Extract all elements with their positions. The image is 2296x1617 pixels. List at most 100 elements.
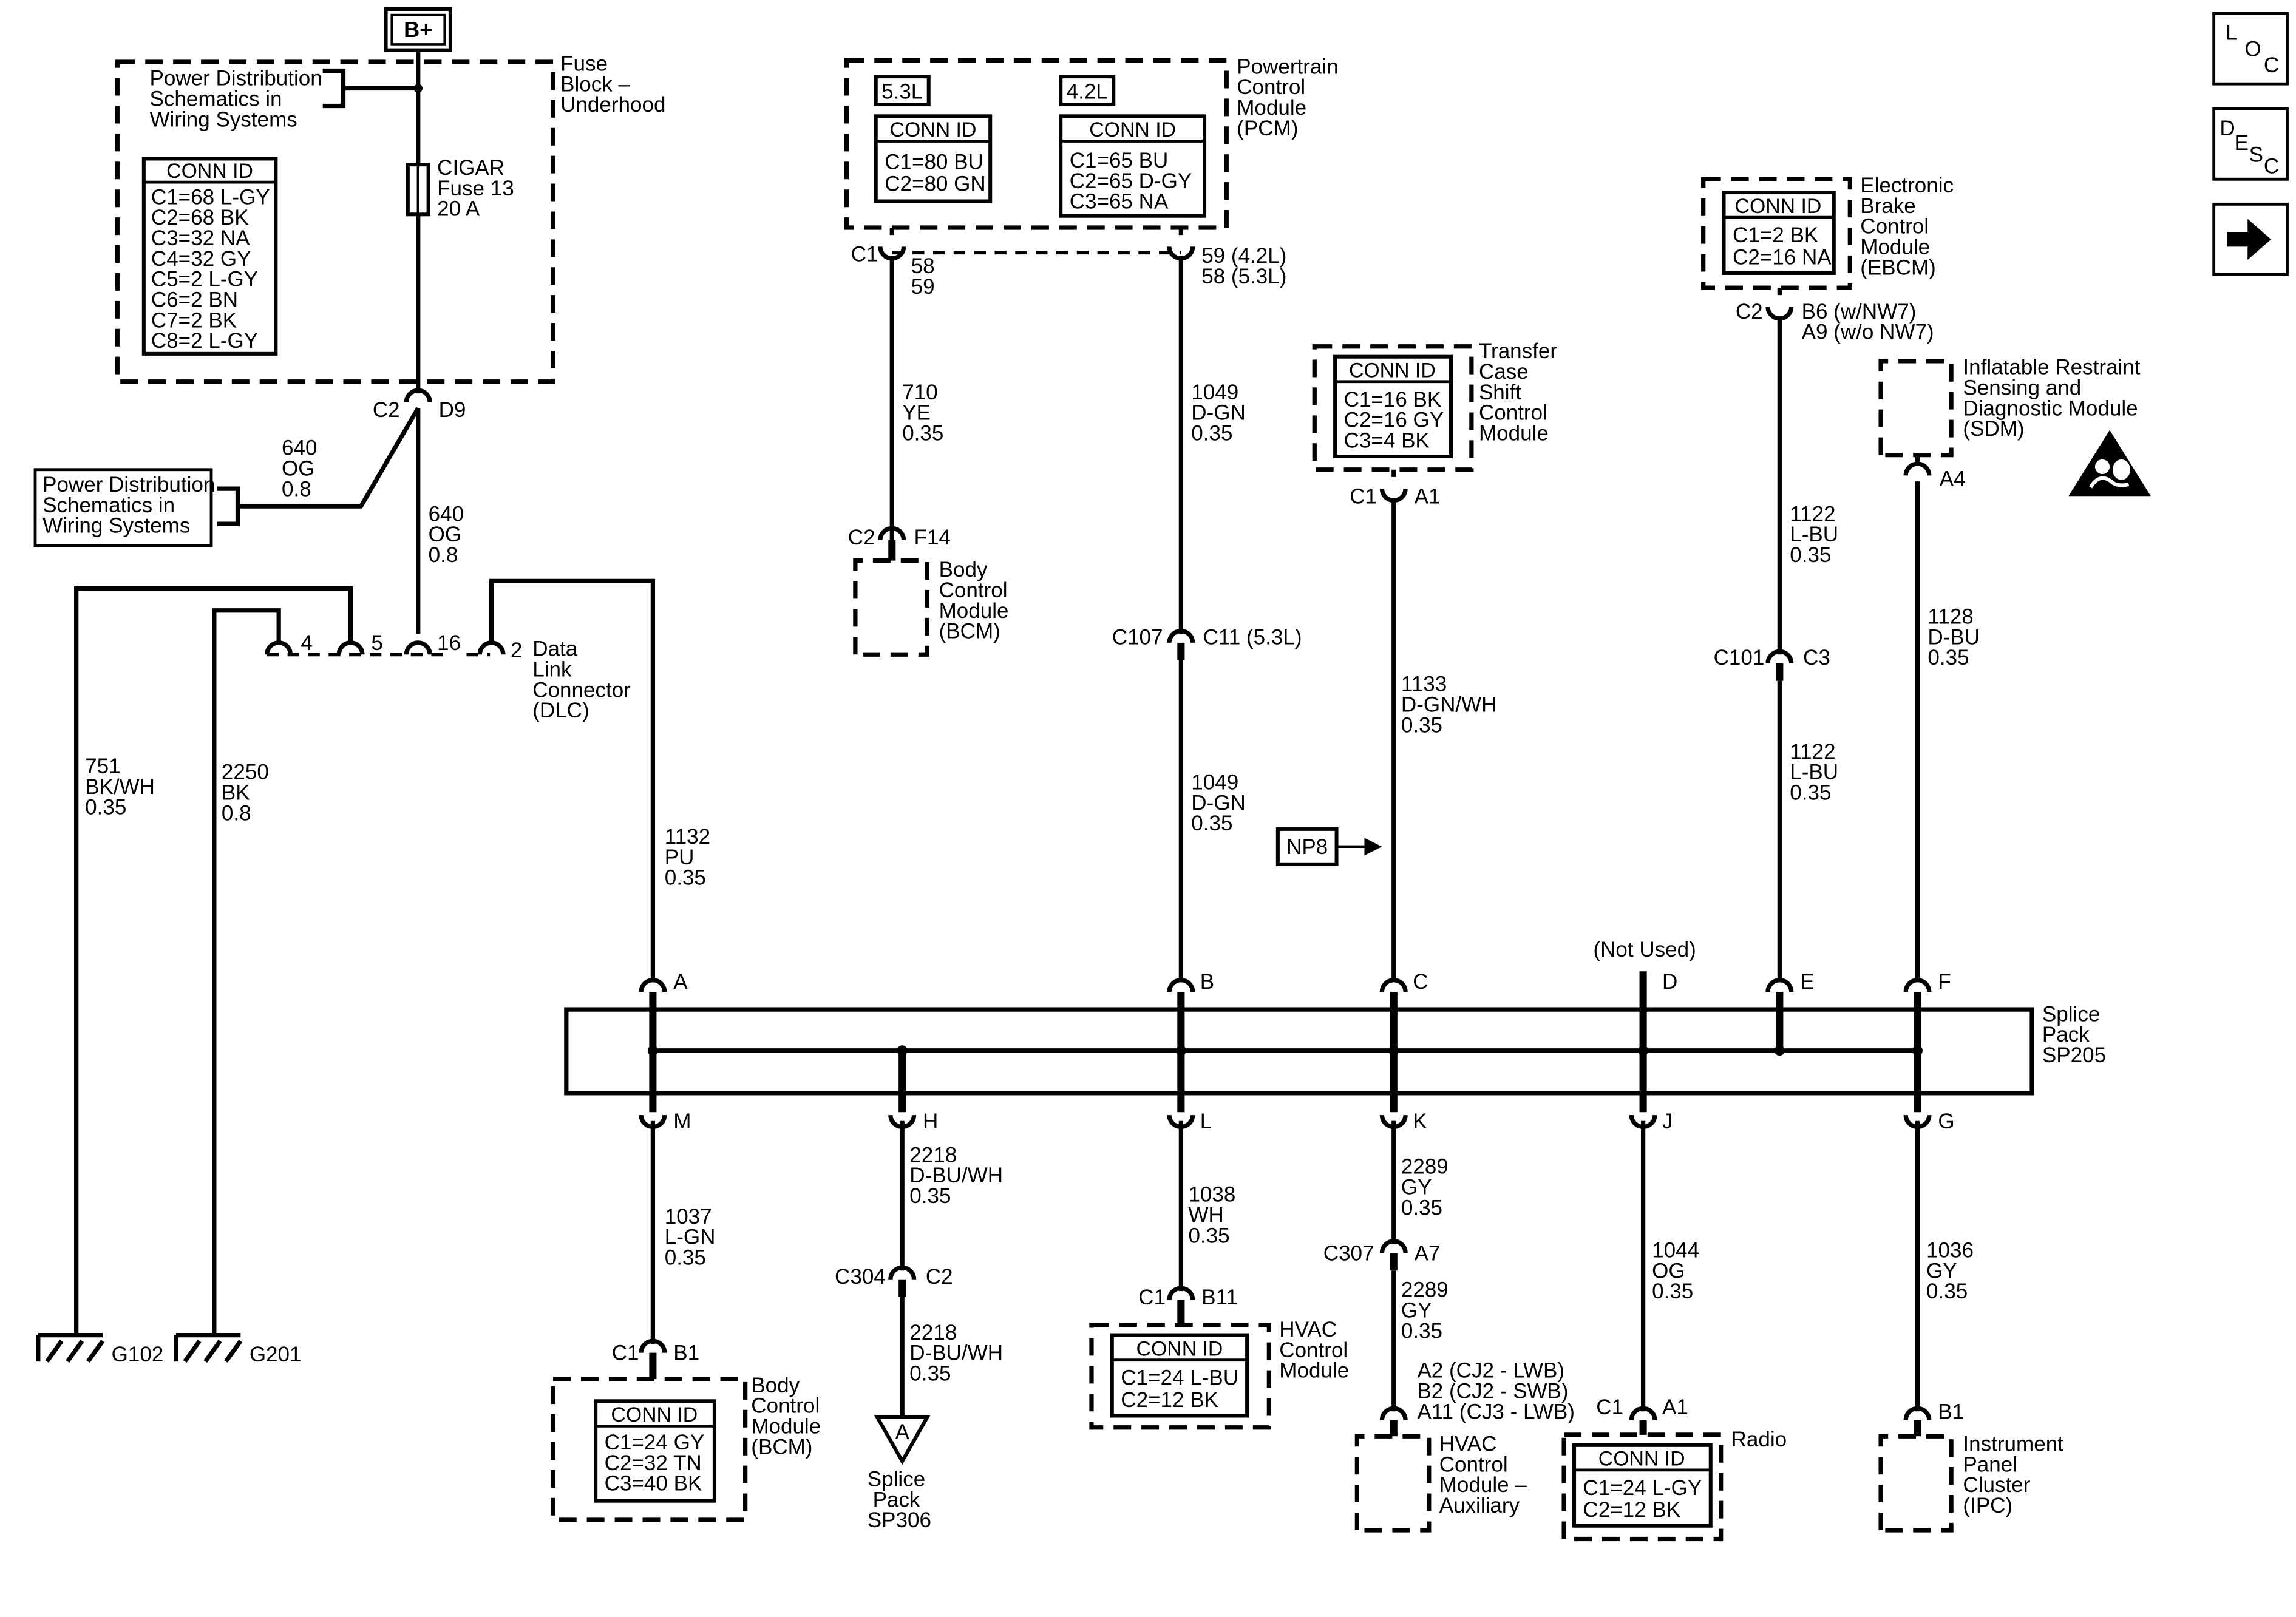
hvac-c1-label: C1 [1138,1286,1166,1309]
connector-sdm-a4 [1903,461,1932,476]
pcm-label: Powertrain Control Module (PCM) [1237,55,1344,140]
wire-1038-label: 1038 WH 0.35 [1188,1183,1241,1248]
connector-ipc-b1 [1903,1406,1932,1421]
svg-text:C3=65 NA: C3=65 NA [1070,190,1169,214]
svg-text:C1=24 L-GY: C1=24 L-GY [1583,1476,1702,1500]
connector-c107 [1167,629,1195,643]
desc-button[interactable]: D E S C [2212,107,2289,181]
tcm-c1-label: C1 [1350,484,1377,508]
connector-ebcm [1765,288,1794,321]
g201-label: G201 [250,1343,302,1366]
sp306-label: Splice Pack SP306 [868,1467,931,1532]
desc-letter-e: E [2235,131,2249,155]
svg-text:C3=4 BK: C3=4 BK [1344,429,1430,453]
ground-g201-icon [174,1332,243,1363]
loc-letter-o: O [2244,37,2261,61]
svg-text:CONN ID: CONN ID [611,1403,698,1426]
svg-text:5.3L: 5.3L [881,80,923,103]
dlc-pin-5: 5 [371,631,382,655]
ebcm-label: Electronic Brake Control Module (EBCM) [1860,174,1960,279]
splice-label: Splice Pack SP205 [2042,1002,2106,1067]
ebcm-c2-label: C2 [1736,300,1763,324]
loc-letter-l: L [2226,21,2237,45]
bplus-label: B+ [404,17,432,42]
wire-2250-label: 2250 BK 0.8 [222,761,275,825]
next-button[interactable] [2212,202,2289,276]
wire-751-label: 751 BK/WH 0.35 [85,754,161,819]
connector-c101 [1765,649,1794,664]
svg-text:C1=24 L-BU: C1=24 L-BU [1121,1366,1238,1390]
radio-conn-table: CONN ID C1=24 L-GY C2=12 BK [1572,1443,1713,1528]
wire-2250 [212,608,281,1335]
radio-label: Radio [1731,1428,1787,1451]
svg-text:4.2L: 4.2L [1067,80,1108,103]
svg-text:C2=12 BK: C2=12 BK [1121,1388,1218,1412]
pcm-outline [844,58,1229,230]
pd-ref-top-label: Power Distribution Schematics in Wiring … [149,67,328,132]
splice-top-pin-a: A [639,970,688,1051]
connector-radio-a1 [1629,1406,1657,1421]
arrow-right-icon [2227,219,2271,260]
wire-1044-label: 1044 OG 0.35 [1652,1238,1705,1303]
svg-text:A: A [895,1420,910,1444]
bcm-top-c2-label: C2 [848,526,875,549]
wire-2289b-label: 2289 GY 0.35 [1401,1278,1455,1343]
svg-text:D: D [1662,970,1677,994]
splice-top-pin-f: F [1903,970,1951,1051]
tcm-conn-table: CONN ID C1=16 BK C2=16 GY C3=4 BK [1333,354,1453,459]
svg-text:L: L [1200,1110,1212,1133]
loc-button[interactable]: L O C [2212,12,2289,86]
c2-label: C2 [373,398,400,422]
svg-text:G: G [1938,1110,1954,1133]
pcm-c1-label: C1 [851,243,878,266]
a4-label: A4 [1940,467,1966,490]
svg-text:C2=32 TN: C2=32 TN [605,1451,702,1475]
hvac-conn-table: CONN ID C1=24 L-BU C2=12 BK [1110,1333,1249,1418]
bcm-bottom-label: Body Control Module (BCM) [751,1374,827,1459]
hvac-aux-label: HVAC Control Module – Auxiliary [1439,1432,1533,1517]
splice-a-triangle-icon: A [874,1415,931,1465]
wire-2218b-label: 2218 D-BU/WH 0.35 [909,1321,1008,1386]
wire-640b-label: 640 OG 0.8 [429,502,470,567]
svg-text:C1=16 BK: C1=16 BK [1344,388,1442,412]
hvac-outline [1089,1323,1271,1430]
np8-ref: NP8 [1275,827,1382,866]
pcm-53-badge: 5.3L [874,75,931,107]
fuse-label: CIGAR Fuse 13 20 A [437,156,520,221]
desc-letter-d: D [2220,117,2235,140]
airbag-warning-icon [2068,430,2151,497]
c304-label: C304 [835,1265,886,1289]
pd-ref-top-bracket [322,68,418,109]
pd-ref-left-box [33,468,213,547]
pcm-53-conn-table: CONN ID C1=80 BU C2=80 GN [874,114,993,203]
ebcm-pins: B6 (w/NW7) A9 (w/o NW7) [1802,300,1934,344]
desc-letter-s: S [2249,143,2263,166]
dlc-connector [265,640,506,657]
pcm-42-badge: 4.2L [1059,75,1116,107]
loc-letter-c: C [2264,53,2279,77]
c307-label: C307 [1323,1241,1374,1265]
fuse-conn-table: CONN ID C1=68 L-GY C2=68 BK C3=32 NA C4=… [141,157,278,356]
fuse-conn-list: C1=68 L-GY C2=68 BK C3=32 NA C4=32 GY C5… [151,185,276,353]
svg-text:F: F [1938,970,1951,994]
splice-top-pin-c: C [1379,970,1428,1051]
pcm-left-pins: 58 59 [911,254,941,299]
pcm-42-conn-table: CONN ID C1=65 BU C2=65 D-GY C3=65 NA [1059,114,1207,218]
ebcm-outline [1701,177,1852,290]
wire-640a-label: 640 OG 0.8 [282,436,323,501]
pcm-right-pins: 59 (4.2L) 58 (5.3L) [1201,244,1292,288]
connector-hvac-aux [1379,1406,1408,1421]
wire-1132-label: 1132 PU 0.35 [665,825,716,890]
splice-pack-sp205 [564,1007,2034,1096]
wire-1128-label: 1128 D-BU 0.35 [1927,605,1985,670]
np8-arrow-icon [1364,838,1382,856]
fuse-block-label: Fuse Block – Underhood [560,52,665,117]
bcm-bottom-outline [551,1377,748,1522]
svg-text:C1=2 BK: C1=2 BK [1733,223,1818,247]
connector-f14 [878,526,906,541]
bcm-b1-label: B1 [673,1341,699,1365]
wire-1132 [489,578,656,980]
sdm-label: Inflatable Restraint Sensing and Diagnos… [1963,356,2146,441]
svg-text:C: C [1413,970,1428,994]
svg-text:C1=24 GY: C1=24 GY [605,1431,705,1454]
